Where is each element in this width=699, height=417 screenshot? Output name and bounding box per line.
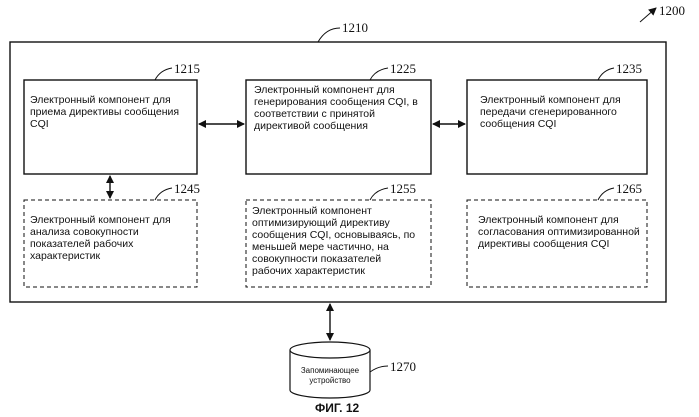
- ref-1245: 1245: [174, 181, 200, 197]
- ref-1235: 1235: [616, 61, 642, 77]
- ref-1200: 1200: [659, 3, 685, 19]
- ref-1255: 1255: [390, 181, 416, 197]
- leader-1245: [155, 188, 172, 200]
- component-text-1245: Электронный компонент для анализа совоку…: [30, 214, 195, 262]
- component-text-1255: Электронный компонент оптимизирующий дир…: [252, 205, 430, 277]
- component-text-1225: Электронный компонент для генерирования …: [254, 84, 430, 132]
- component-text-1235: Электронный компонент для передачи сгене…: [480, 94, 646, 130]
- leader-1215: [155, 68, 172, 80]
- ref-1265: 1265: [616, 181, 642, 197]
- leader-1265: [598, 188, 614, 200]
- ref-1210: 1210: [342, 20, 368, 36]
- figure-caption: ФИГ. 12: [315, 401, 359, 415]
- leader-1225: [370, 68, 388, 80]
- component-text-1265: Электронный компонент для согласования о…: [478, 214, 646, 250]
- leader-1270: [370, 366, 388, 372]
- storage-label: Запоминающее устройство: [292, 366, 368, 386]
- component-text-1215: Электронный компонент для приема директи…: [30, 94, 195, 130]
- ref-1225: 1225: [390, 61, 416, 77]
- leader-1200: [640, 8, 656, 22]
- ref-1270: 1270: [390, 359, 416, 375]
- leader-1255: [370, 188, 388, 200]
- ref-1215: 1215: [174, 61, 200, 77]
- leader-1235: [598, 68, 614, 80]
- leader-1210: [318, 28, 340, 42]
